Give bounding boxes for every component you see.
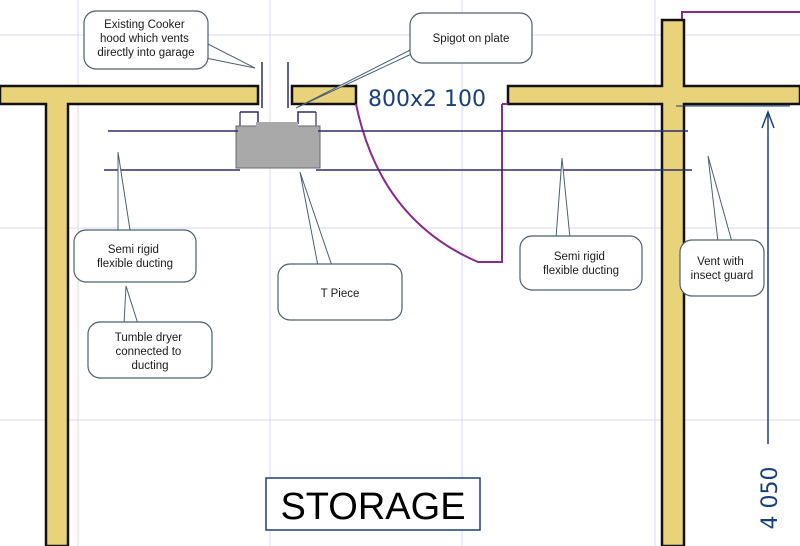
callout-semi-rigid-left-line1: Semi rigid	[108, 244, 159, 256]
door-swing	[355, 103, 503, 263]
upper-room-outline	[681, 11, 800, 22]
callouts: Existing Cooker hood which vents directl…	[73, 10, 765, 379]
callout-tumble-dryer-line3: ducting	[131, 360, 168, 372]
callout-cooker-hood: Existing Cooker hood which vents directl…	[83, 10, 209, 70]
callout-vent-line2: insect guard	[691, 270, 754, 282]
door-dimension-label: 800x2 100	[368, 87, 486, 112]
height-dimension-label: 4 050	[758, 467, 783, 530]
callout-cooker-hood-text: Existing Cooker hood which vents directl…	[97, 19, 194, 59]
callout-cooker-hood-line2: hood which vents	[100, 33, 189, 45]
door	[355, 103, 508, 263]
height-dimension-line	[676, 105, 790, 444]
callout-tumble-dryer-line2: connected to	[115, 346, 181, 358]
room-label-box	[265, 477, 481, 531]
callout-t-piece: T Piece	[277, 263, 403, 321]
callout-semi-rigid-left-line2: flexible ducting	[97, 258, 173, 270]
callout-semi-rigid-right-line1: Semi rigid	[554, 251, 605, 263]
callout-vent-line1: Vent with	[697, 256, 744, 268]
cooker-hood-duct	[261, 62, 289, 108]
callout-pointers	[117, 39, 733, 325]
ducting-lines	[104, 130, 692, 171]
wall-left	[0, 84, 260, 546]
callout-semi-rigid-right: Semi rigid flexible ducting	[519, 235, 643, 291]
t-piece-shape	[235, 125, 321, 169]
room-label-text: STORAGE	[280, 486, 465, 528]
callout-spigot-text: Spigot on plate	[433, 33, 510, 45]
callout-spigot: Spigot on plate	[409, 12, 533, 64]
callout-t-piece-text: T Piece	[321, 288, 360, 300]
wall-right	[506, 18, 800, 546]
callout-semi-rigid-right-line2: flexible ducting	[543, 265, 619, 277]
callout-tumble-dryer-text: Tumble dryer connected to ducting	[115, 332, 186, 372]
callout-cooker-hood-line1: Existing Cooker	[104, 19, 185, 31]
callout-semi-rigid-right-text: Semi rigid flexible ducting	[543, 251, 619, 277]
callout-vent: Vent with insect guard	[679, 239, 765, 297]
t-piece-neck	[256, 122, 298, 128]
callout-tumble-dryer-line1: Tumble dryer	[115, 332, 182, 344]
callout-semi-rigid-left: Semi rigid flexible ducting	[73, 229, 197, 283]
callout-semi-rigid-left-text: Semi rigid flexible ducting	[97, 244, 173, 270]
callout-tumble-dryer: Tumble dryer connected to ducting	[87, 321, 213, 379]
callout-vent-text: Vent with insect guard	[691, 256, 754, 282]
callout-cooker-hood-line3: directly into garage	[97, 47, 194, 59]
room-label: STORAGE	[265, 477, 481, 531]
